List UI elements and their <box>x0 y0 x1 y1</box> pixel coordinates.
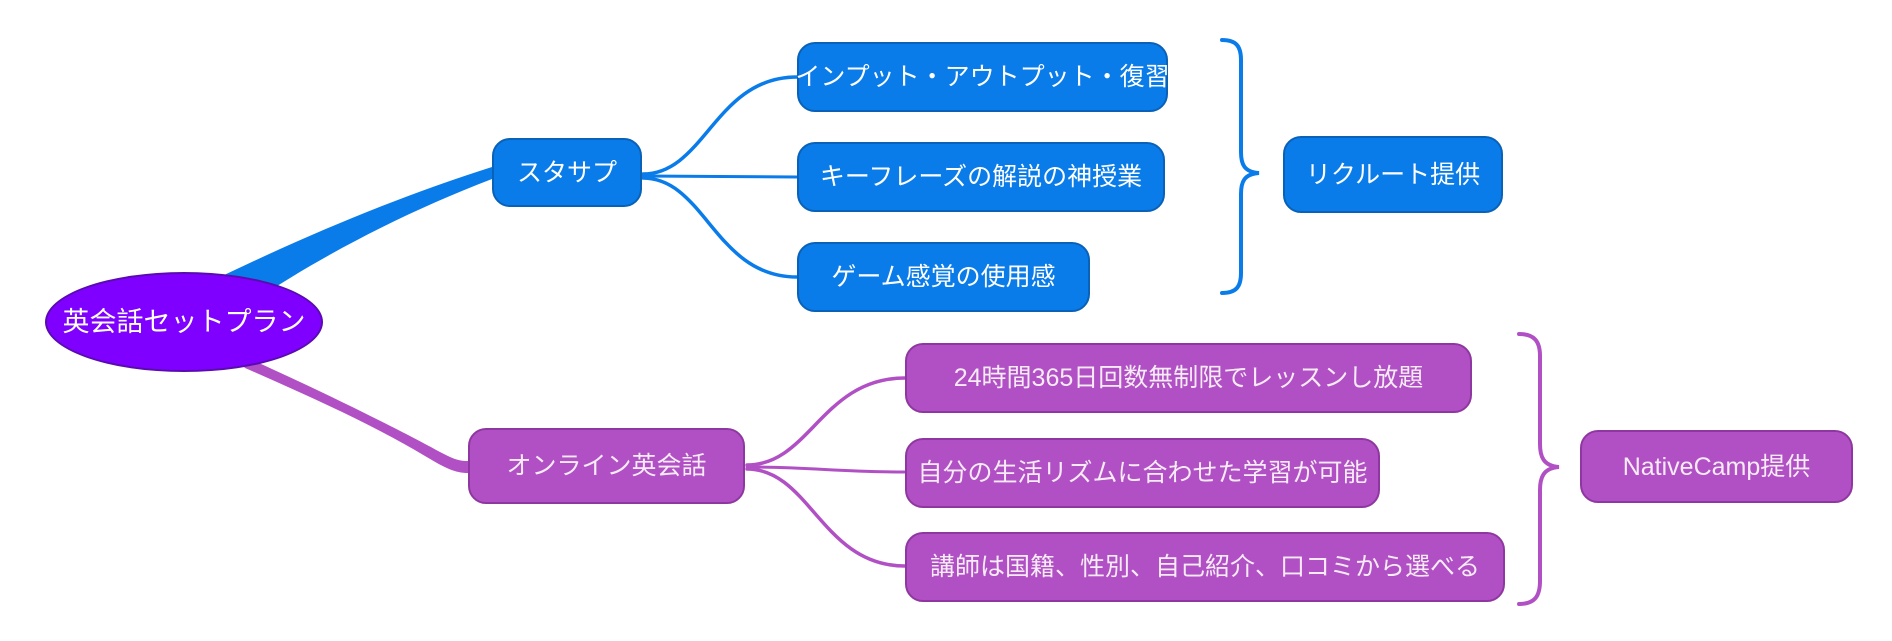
leaf-node-label: キーフレーズの解説の神授業 <box>819 163 1143 191</box>
connector-sutasapu-child-3 <box>641 176 799 279</box>
leaf-node-label: 24時間365日回数無制限でレッスンし放題 <box>953 364 1424 392</box>
connector-online-child-1 <box>745 376 907 467</box>
root-node-label: 英会話セットプラン <box>62 306 306 337</box>
branch-node-label: オンライン英会話 <box>506 452 707 480</box>
trunk-connector-magenta <box>230 350 468 473</box>
leaf-node-label: ゲーム感覚の使用感 <box>831 263 1056 291</box>
connector-online-child-3 <box>745 467 907 568</box>
branch-node-sutasapu[interactable]: スタサプ <box>492 138 642 207</box>
connector-online-child-2 <box>745 465 907 474</box>
leaf-node-label: 講師は国籍、性別、自己紹介、口コミから選べる <box>929 553 1480 581</box>
curly-brace-blue <box>1220 38 1260 295</box>
connector-sutasapu-child-1 <box>641 75 799 176</box>
leaf-node-label: 自分の生活リズムに合わせた学習が可能 <box>917 459 1368 487</box>
leaf-node-koushi-erabu[interactable]: 講師は国籍、性別、自己紹介、口コミから選べる <box>905 532 1505 602</box>
leaf-node-label: インプット・アウトプット・復習 <box>795 63 1170 91</box>
annotation-node-label: NativeCamp提供 <box>1622 452 1811 481</box>
annotation-node-label: リクルート提供 <box>1305 160 1481 189</box>
connector-sutasapu-child-2 <box>641 174 799 179</box>
leaf-node-24h-lessons[interactable]: 24時間365日回数無制限でレッスンし放題 <box>905 343 1472 413</box>
leaf-node-seikatsu-rhythm[interactable]: 自分の生活リズムに合わせた学習が可能 <box>905 438 1380 508</box>
annotation-node-recruit[interactable]: リクルート提供 <box>1283 136 1503 213</box>
root-node[interactable]: 英会話セットプラン <box>45 272 323 372</box>
branch-node-online-eikaiwa[interactable]: オンライン英会話 <box>468 428 745 504</box>
branch-node-label: スタサプ <box>516 158 617 187</box>
leaf-node-input-output-fukushu[interactable]: インプット・アウトプット・復習 <box>795 42 1170 112</box>
curly-brace-magenta <box>1517 332 1560 606</box>
leaf-node-game-kankaku[interactable]: ゲーム感覚の使用感 <box>797 242 1090 312</box>
leaf-node-keyphrase-kaisetsu[interactable]: キーフレーズの解説の神授業 <box>797 142 1165 212</box>
annotation-node-nativecamp[interactable]: NativeCamp提供 <box>1580 430 1853 503</box>
